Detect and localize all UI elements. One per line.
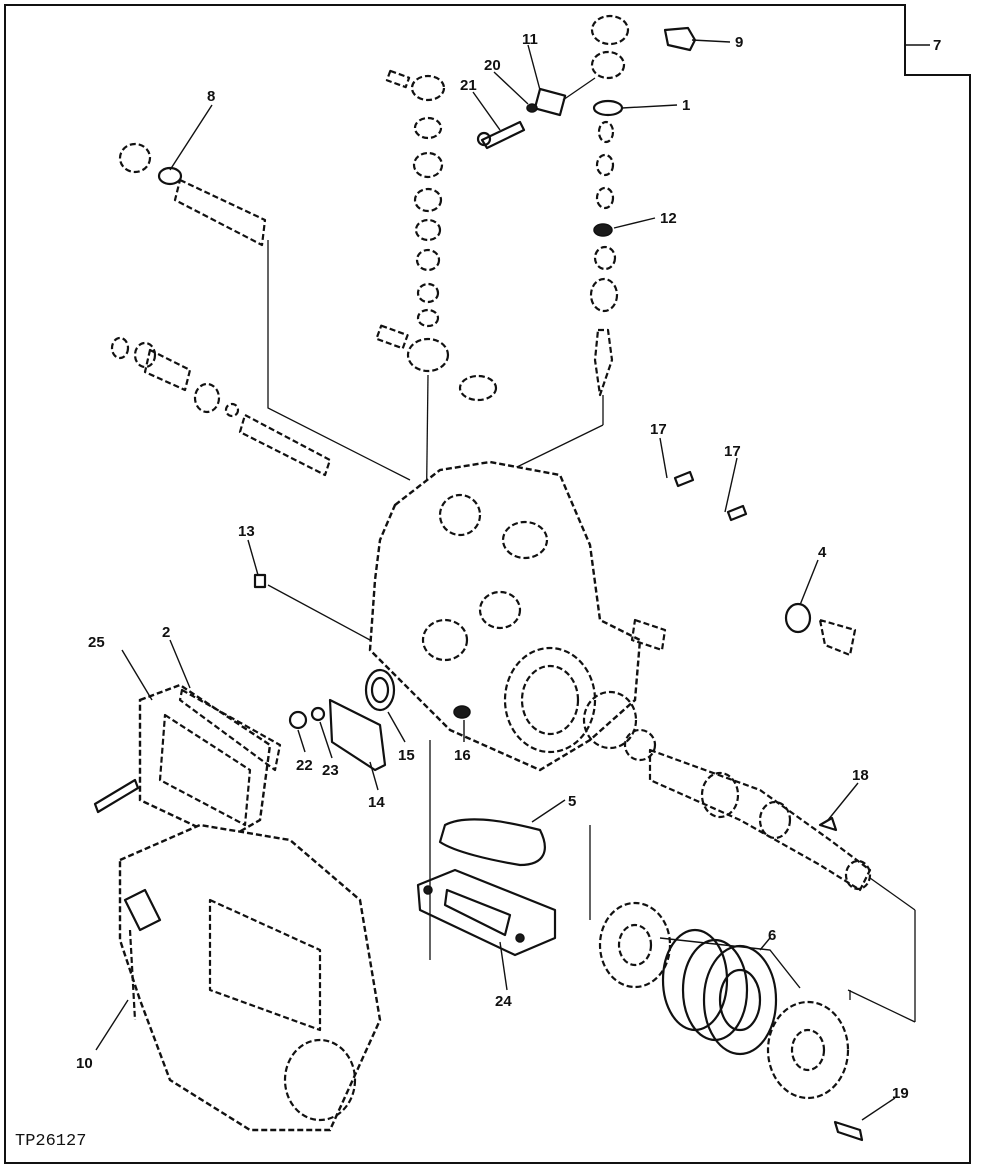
callout-16: 16 [454,747,471,764]
pump-housing [368,460,657,772]
gasket-5 [438,818,546,867]
mounting-flange-24 [416,740,557,960]
callout-labels: 1 2 4 5 6 7 8 9 10 11 12 13 14 15 16 17 … [76,31,941,1102]
callout-22: 22 [296,757,313,774]
figure-code: TP26127 [15,1132,86,1151]
callout-17-lower: 17 [724,443,741,460]
callout-1: 1 [682,97,690,114]
leader-lines [95,39,930,1121]
callout-15: 15 [398,747,415,764]
callout-23: 23 [322,762,339,779]
callout-2: 2 [162,624,170,641]
small-parts-cluster [288,668,471,772]
shaft-components-left [110,336,332,477]
callout-6: 6 [768,927,776,944]
callout-14: 14 [368,794,385,811]
callout-25: 25 [88,634,105,651]
camshaft [648,748,916,1023]
figure-frame [4,4,971,1164]
callout-19: 19 [892,1085,909,1102]
callout-8: 8 [207,88,215,105]
callout-9: 9 [735,34,743,51]
inspection-cover [93,683,282,842]
callout-18: 18 [852,767,869,784]
part-9-block [663,26,697,52]
callout-10: 10 [76,1055,93,1072]
plug-8 [118,142,411,481]
coupling-6 [589,825,851,1100]
callout-11: 11 [522,31,538,48]
callout-7: 7 [933,37,941,54]
callout-24: 24 [495,993,512,1010]
delivery-valve-stack-right [479,14,630,486]
callout-13: 13 [238,523,255,540]
callout-17-upper: 17 [650,421,667,438]
fasteners [253,470,864,1142]
assembled-pump-inset [118,823,382,1132]
callout-20: 20 [484,57,501,74]
callout-21: 21 [460,77,477,94]
callout-5: 5 [568,793,576,810]
callout-12: 12 [660,210,677,227]
lever-bolt-assembly [476,77,596,150]
callout-4: 4 [818,544,827,561]
